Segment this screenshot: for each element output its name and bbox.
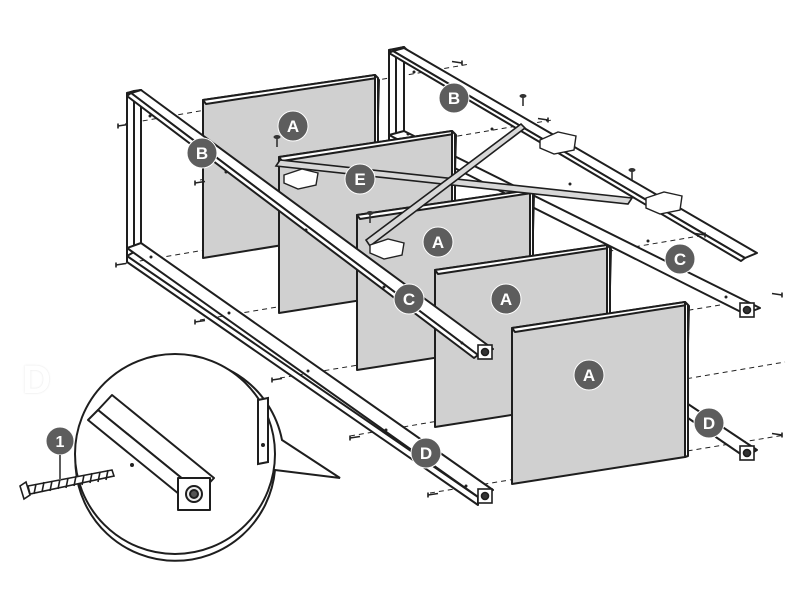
callout-screw-1: 1 (45, 426, 75, 480)
screw-detail (19, 469, 116, 501)
callout-a2: A (422, 226, 454, 258)
callout-d2: D (693, 407, 725, 439)
svg-text:A: A (432, 233, 444, 252)
svg-text:D: D (420, 444, 432, 463)
svg-text:C: C (674, 250, 686, 269)
step-label: D (22, 358, 51, 402)
rail-holes (148, 70, 728, 488)
svg-text:1: 1 (56, 434, 65, 451)
svg-text:D: D (703, 414, 715, 433)
callout-a1: A (277, 110, 309, 142)
svg-text:A: A (500, 290, 512, 309)
svg-text:B: B (196, 144, 208, 163)
callout-a4: A (573, 359, 605, 391)
callout-e1: E (344, 163, 376, 195)
svg-text:A: A (583, 366, 595, 385)
callout-b1: B (438, 82, 470, 114)
detail-inset (19, 353, 341, 562)
callout-c2: C (393, 283, 425, 315)
callout-c1: C (664, 243, 696, 275)
svg-text:E: E (354, 170, 365, 189)
hand-icons (283, 131, 683, 260)
callout-d1: D (410, 437, 442, 469)
callouts: A A A A B B C C D D E 1 (45, 82, 725, 480)
callout-b2: B (186, 137, 218, 169)
rail-end-caps (477, 302, 755, 504)
panel-front (511, 301, 690, 485)
svg-text:C: C (403, 290, 415, 309)
callout-a3: A (490, 283, 522, 315)
svg-text:B: B (448, 89, 460, 108)
svg-text:A: A (287, 117, 299, 136)
